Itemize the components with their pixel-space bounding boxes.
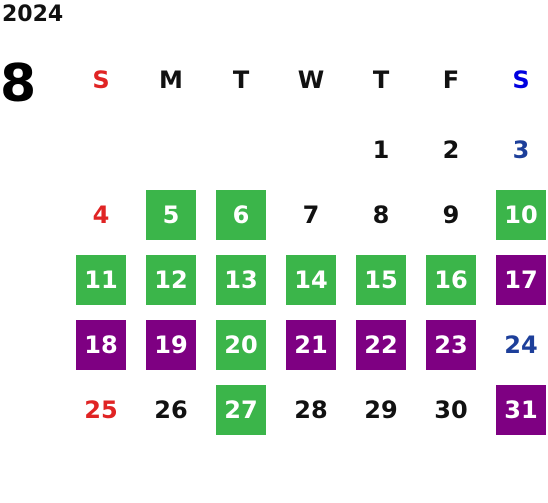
day-cell-13[interactable]: 13 <box>216 255 266 305</box>
weekday-header: F <box>442 66 460 94</box>
day-cell-30[interactable]: 30 <box>434 396 468 424</box>
day-cell-21[interactable]: 21 <box>286 320 336 370</box>
weekday-header: T <box>232 66 250 94</box>
day-cell-3[interactable]: 3 <box>512 136 530 164</box>
day-cell-28[interactable]: 28 <box>294 396 328 424</box>
day-cell-15[interactable]: 15 <box>356 255 406 305</box>
weekday-header: T <box>372 66 390 94</box>
day-cell-9[interactable]: 9 <box>442 201 460 229</box>
day-cell-27[interactable]: 27 <box>216 385 266 435</box>
weekday-header: S <box>512 66 530 94</box>
day-cell-19[interactable]: 19 <box>146 320 196 370</box>
weekday-header: M <box>159 66 183 94</box>
day-cell-14[interactable]: 14 <box>286 255 336 305</box>
day-cell-26[interactable]: 26 <box>154 396 188 424</box>
day-cell-16[interactable]: 16 <box>426 255 476 305</box>
day-cell-1[interactable]: 1 <box>372 136 390 164</box>
day-cell-11[interactable]: 11 <box>76 255 126 305</box>
weekday-header: W <box>297 66 325 94</box>
day-cell-31[interactable]: 31 <box>496 385 546 435</box>
day-cell-20[interactable]: 20 <box>216 320 266 370</box>
day-cell-25[interactable]: 25 <box>84 396 118 424</box>
day-cell-24[interactable]: 24 <box>504 331 538 359</box>
day-cell-23[interactable]: 23 <box>426 320 476 370</box>
weekday-header: S <box>92 66 110 94</box>
day-cell-6[interactable]: 6 <box>216 190 266 240</box>
day-cell-2[interactable]: 2 <box>442 136 460 164</box>
day-cell-29[interactable]: 29 <box>364 396 398 424</box>
day-cell-4[interactable]: 4 <box>92 201 110 229</box>
day-cell-12[interactable]: 12 <box>146 255 196 305</box>
month-label: 8 <box>0 54 37 114</box>
day-cell-17[interactable]: 17 <box>496 255 546 305</box>
year-label: 2024 <box>2 2 64 27</box>
day-cell-5[interactable]: 5 <box>146 190 196 240</box>
day-cell-8[interactable]: 8 <box>372 201 390 229</box>
day-cell-7[interactable]: 7 <box>302 201 320 229</box>
day-cell-10[interactable]: 10 <box>496 190 546 240</box>
day-cell-22[interactable]: 22 <box>356 320 406 370</box>
day-cell-18[interactable]: 18 <box>76 320 126 370</box>
